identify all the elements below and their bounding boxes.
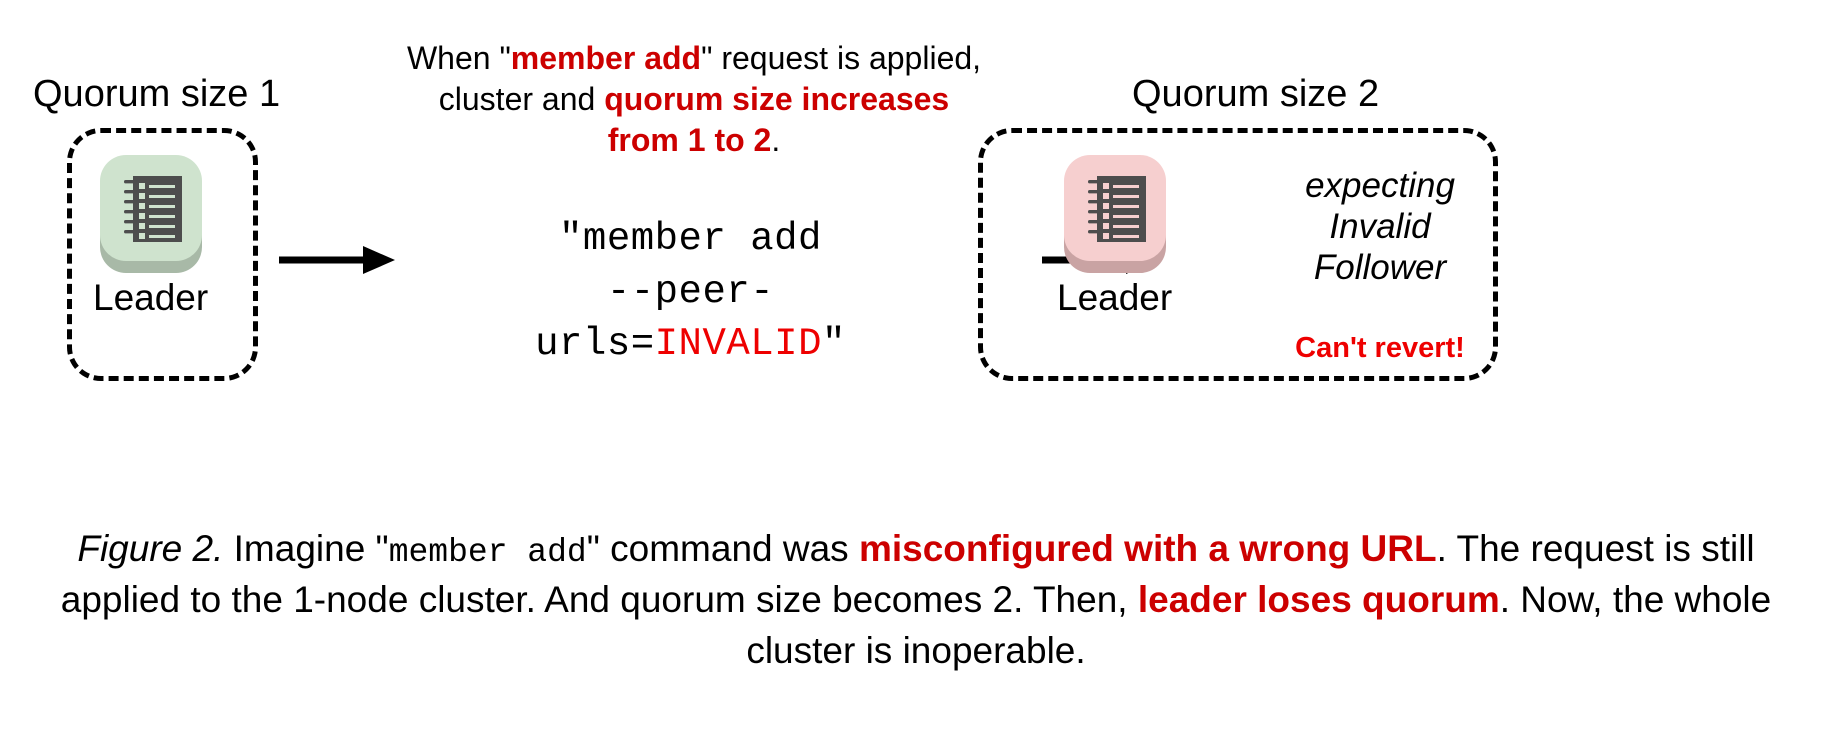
right-leader-node: Leader — [1057, 155, 1172, 318]
top-annotation-line2-pre: cluster and — [438, 80, 605, 117]
right-cluster-title: Quorum size 2 — [1132, 73, 1380, 115]
right-cluster-box — [978, 128, 1498, 381]
figure-caption-seg5: . The request is still applied to the 1-… — [60, 528, 1755, 621]
arrow-right-icon — [279, 246, 395, 274]
right-node-chip — [1063, 155, 1166, 273]
command-line-2-invalid-value: INVALID — [654, 322, 822, 367]
top-annotation-line3-emphasis: from 1 to 2 — [607, 121, 772, 158]
figure-caption-emphasis-1: misconfigured with a wrong URL — [858, 528, 1437, 569]
ledger-icon — [123, 176, 182, 242]
figure-caption-seg1: Imagine " — [223, 528, 389, 569]
top-annotation-line3: from 1 to 2. — [608, 122, 780, 158]
top-annotation-line2-emphasis: quorum size increases — [604, 80, 950, 117]
left-node-chip — [99, 155, 202, 273]
command-line-2: --peer-urls=INVALID" — [458, 266, 923, 371]
figure-caption: Figure 2. Imagine "member add" command w… — [50, 524, 1782, 677]
command-line-2-quote: " — [821, 322, 846, 367]
command-line-2-flag: --peer-urls= — [535, 269, 775, 367]
status-line-2: Invalid — [1329, 206, 1431, 246]
figure-caption-emphasis-2: leader loses quorum — [1137, 579, 1500, 621]
command-line-1: "member add — [559, 217, 822, 261]
top-annotation: When "member add" request is applied, cl… — [372, 38, 1016, 161]
top-annotation-line1-pre: When " — [406, 40, 511, 76]
top-annotation-line1-emphasis: member add — [510, 40, 702, 76]
figure-caption-command: member add — [388, 534, 587, 571]
top-annotation-line1: When "member add" request is applied, — [407, 40, 981, 76]
status-line-3: Follower — [1313, 247, 1447, 287]
figure-caption-seg7: . Now, the whole cluster is inoperable. — [746, 579, 1772, 671]
right-node-label: Leader — [1057, 277, 1173, 318]
left-leader-node: Leader — [93, 155, 208, 318]
command-text: "member add --peer-urls=INVALID" — [458, 213, 923, 371]
top-annotation-line3-post: . — [771, 121, 781, 158]
left-cluster-title: Quorum size 1 — [33, 73, 281, 115]
figure-caption-label: Figure 2. — [77, 528, 224, 569]
cant-revert-warning: Can't revert! — [1295, 332, 1465, 364]
right-cluster-status: expecting Invalid Follower — [1268, 166, 1492, 289]
top-annotation-line1-post: " request is applied, — [701, 40, 982, 76]
ledger-icon — [1087, 176, 1146, 242]
left-cluster-box — [67, 128, 258, 381]
left-node-label: Leader — [93, 277, 209, 318]
status-line-1: expecting — [1305, 166, 1455, 205]
figure-caption-seg3: " command was — [586, 528, 859, 569]
top-annotation-line2: cluster and quorum size increases — [439, 81, 949, 117]
